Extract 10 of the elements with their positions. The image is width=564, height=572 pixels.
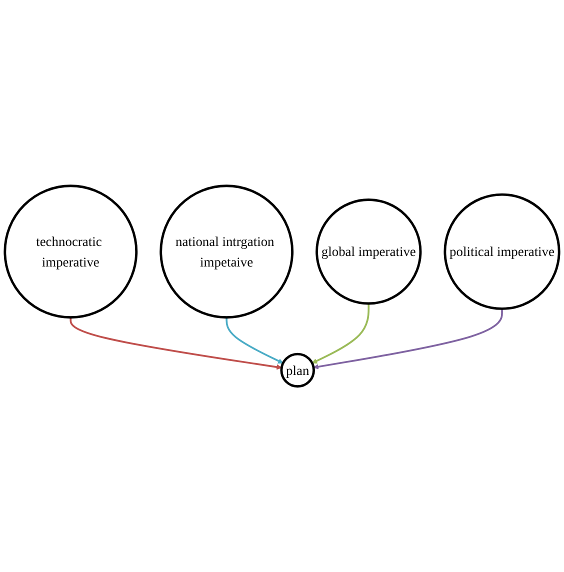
diagram: technocratic imperative national intrgation impetaive plan global imperative political imperative <box>0 180 564 392</box>
arrow <box>226 317 284 364</box>
node-circle <box>160 184 294 318</box>
node-circle <box>444 193 560 310</box>
arrow <box>70 317 282 370</box>
node-circle <box>4 184 138 318</box>
arrow <box>313 308 503 370</box>
node-circle <box>316 198 422 305</box>
arrow <box>312 303 370 364</box>
node-circle <box>280 352 315 388</box>
